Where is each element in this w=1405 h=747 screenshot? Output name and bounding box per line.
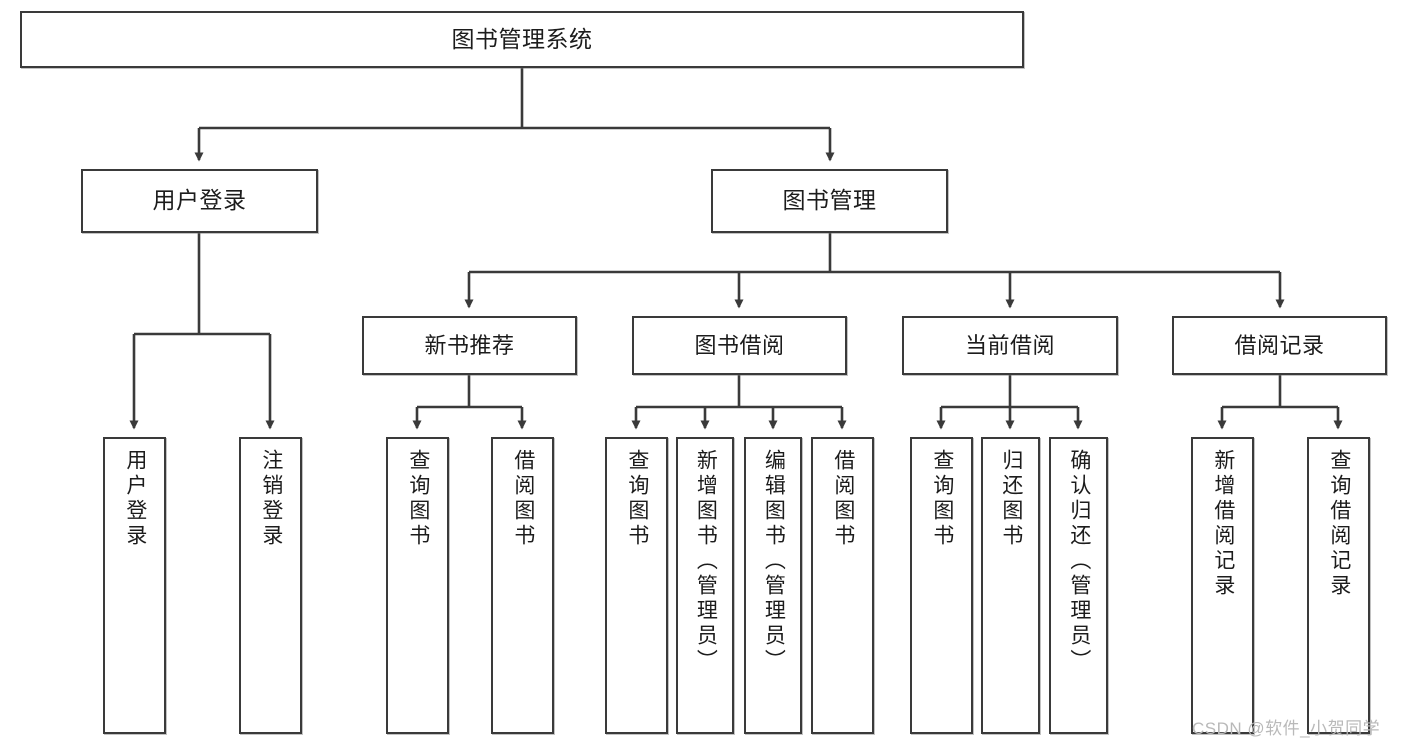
leaf-label: 新增图书（管理员） <box>694 449 718 674</box>
leaf-borrow-edit-book[interactable]: 编辑图书（管理员） <box>744 437 802 734</box>
leaf-user-login-login[interactable]: 用户登录 <box>103 437 166 734</box>
leaf-recommend-query-book[interactable]: 查询图书 <box>386 437 449 734</box>
csdn-watermark: CSDN @软件_小贺同学 <box>1192 719 1381 738</box>
leaf-label: 借阅图书 <box>831 449 855 549</box>
node-new-book-recommend[interactable]: 新书推荐 <box>362 316 577 375</box>
leaf-label: 确认归还（管理员） <box>1067 449 1091 674</box>
leaf-current-query-book[interactable]: 查询图书 <box>910 437 973 734</box>
leaf-recommend-borrow-book[interactable]: 借阅图书 <box>491 437 554 734</box>
node-borrow-record-label: 借阅记录 <box>1234 332 1325 358</box>
leaf-label: 编辑图书（管理员） <box>762 449 786 674</box>
node-user-login[interactable]: 用户登录 <box>81 169 318 233</box>
leaf-current-return-book[interactable]: 归还图书 <box>981 437 1040 734</box>
leaf-label: 查询图书 <box>930 449 954 549</box>
leaf-label: 用户登录 <box>123 449 147 549</box>
node-book-management-label: 图书管理 <box>782 187 877 214</box>
leaf-borrow-add-book[interactable]: 新增图书（管理员） <box>676 437 734 734</box>
node-new-book-recommend-label: 新书推荐 <box>424 332 515 358</box>
node-book-borrow-label: 图书借阅 <box>694 332 785 358</box>
leaf-record-query-record[interactable]: 查询借阅记录 <box>1307 437 1370 734</box>
node-current-borrow[interactable]: 当前借阅 <box>902 316 1118 375</box>
leaf-label: 归还图书 <box>999 449 1023 549</box>
leaf-label: 新增借阅记录 <box>1211 449 1235 599</box>
node-root-label: 图书管理系统 <box>451 25 593 52</box>
leaf-borrow-borrow-book[interactable]: 借阅图书 <box>811 437 874 734</box>
leaf-record-add-record[interactable]: 新增借阅记录 <box>1191 437 1254 734</box>
leaf-user-login-logout[interactable]: 注销登录 <box>239 437 302 734</box>
node-borrow-record[interactable]: 借阅记录 <box>1172 316 1387 375</box>
node-book-management[interactable]: 图书管理 <box>711 169 948 233</box>
node-user-login-label: 用户登录 <box>152 187 247 214</box>
leaf-label: 查询图书 <box>406 449 430 549</box>
node-book-borrow[interactable]: 图书借阅 <box>632 316 847 375</box>
leaf-borrow-query-book[interactable]: 查询图书 <box>605 437 668 734</box>
leaf-current-confirm-return[interactable]: 确认归还（管理员） <box>1049 437 1108 734</box>
node-root[interactable]: 图书管理系统 <box>20 11 1024 68</box>
leaf-label: 注销登录 <box>259 449 283 549</box>
leaf-label: 查询图书 <box>625 449 649 549</box>
leaf-label: 借阅图书 <box>511 449 535 549</box>
node-current-borrow-label: 当前借阅 <box>964 332 1055 358</box>
leaf-label: 查询借阅记录 <box>1327 449 1351 599</box>
